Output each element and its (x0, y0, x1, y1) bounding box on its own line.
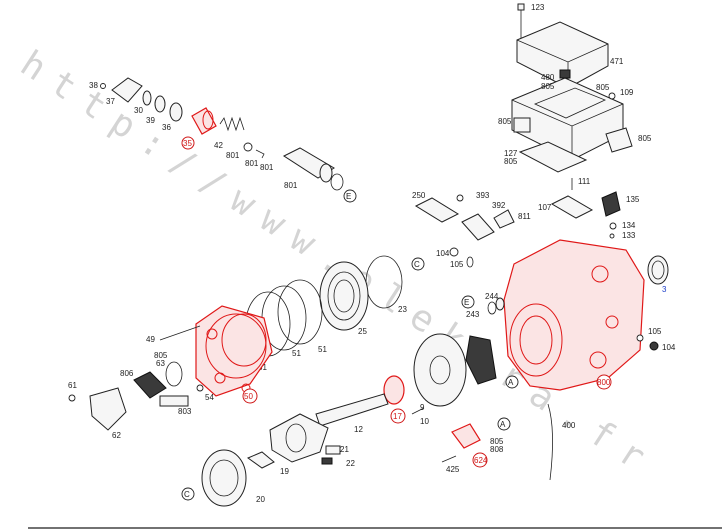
ecu-cover (516, 21, 609, 89)
callout-17: 17 (393, 412, 402, 421)
callout-111: 111 (578, 177, 591, 186)
callout-63: 63 (156, 359, 165, 368)
callout-805c: 805 (498, 117, 512, 126)
callout-805f: 805 (154, 351, 168, 360)
callout-624: 624 (474, 456, 488, 465)
callout-243: 243 (466, 310, 480, 319)
callout-808: 808 (490, 445, 504, 454)
callout-20: 20 (256, 495, 265, 504)
callout-109: 109 (620, 88, 634, 97)
spring-42 (219, 116, 245, 132)
callout-30: 30 (134, 106, 143, 115)
timing-device-group: 38 37 30 39 36 35 42 801 801 801 801 E (89, 77, 357, 203)
callout-250: 250 (412, 191, 426, 200)
callout-10: 10 (420, 417, 429, 426)
callout-104b: 104 (662, 343, 676, 352)
cylinder (461, 213, 495, 241)
callout-135: 135 (626, 195, 640, 204)
callout-244: 244 (485, 292, 499, 301)
cover-plate (111, 77, 143, 103)
cam-plate (195, 305, 273, 397)
callout-105a: 105 (450, 260, 464, 269)
callout-25: 25 (358, 327, 367, 336)
callout-C2: C (184, 490, 190, 499)
wire-400 (547, 403, 553, 481)
pump-housing-group: 250 393 392 811 104 105 800 3 105 104 E … (412, 191, 676, 391)
callout-23: 23 (398, 305, 407, 314)
connector (605, 127, 633, 153)
drive-housing (201, 449, 247, 507)
callout-805b: 805 (596, 83, 610, 92)
callout-805a: 805 (541, 82, 555, 91)
callout-801a: 801 (226, 151, 240, 160)
callout-393: 393 (476, 191, 490, 200)
callout-107: 107 (538, 203, 552, 212)
delivery-valve (414, 197, 460, 223)
callout-21: 21 (340, 445, 349, 454)
callout-51c: 51 (258, 363, 267, 372)
callout-133: 133 (622, 231, 636, 240)
callout-36: 36 (162, 123, 171, 132)
callout-51a: 51 (318, 345, 327, 354)
callout-805g: 805 (490, 437, 504, 446)
callout-400: 400 (562, 421, 576, 430)
callout-62: 62 (112, 431, 121, 440)
callout-35: 35 (183, 139, 192, 148)
callout-42: 42 (214, 141, 223, 150)
ball-bearing (319, 261, 369, 331)
callout-12: 12 (354, 425, 363, 434)
callout-C1: C (414, 260, 420, 269)
callout-A1: A (508, 378, 514, 387)
solenoid-valve (601, 191, 621, 217)
speed-sensor (451, 423, 481, 449)
callout-801c: 801 (260, 163, 274, 172)
callout-104a: 104 (436, 249, 450, 258)
callout-39: 39 (146, 116, 155, 125)
callout-811: 811 (518, 212, 531, 221)
drive-assembly-group: C 23 25 51 51 51 50 49 805 63 54 806 (68, 255, 576, 507)
callout-471: 471 (610, 57, 624, 66)
gasket (518, 141, 588, 173)
callout-E2: E (464, 298, 469, 307)
callout-49: 49 (146, 335, 155, 344)
callout-51b: 51 (292, 349, 301, 358)
callout-803: 803 (178, 407, 192, 416)
callout-127: 127 (504, 149, 518, 158)
callout-38: 38 (89, 81, 98, 90)
callout-480: 480 (541, 73, 555, 82)
shaft-seal (647, 255, 669, 285)
callout-54: 54 (205, 393, 214, 402)
callout-801b: 801 (245, 159, 259, 168)
drive-shaft (315, 393, 389, 427)
coupling (269, 413, 329, 463)
feed-pump (133, 371, 167, 399)
callout-3: 3 (662, 285, 667, 294)
callout-37: 37 (106, 97, 115, 106)
callout-425: 425 (446, 465, 460, 474)
bracket-107 (550, 195, 594, 219)
callout-800: 800 (597, 378, 611, 387)
callout-134: 134 (622, 221, 636, 230)
cam-disc (413, 333, 467, 407)
control-unit-group: 123 471 480 805 805 109 805 805 127 805 … (498, 3, 652, 240)
piston-35 (191, 107, 217, 135)
callout-9: 9 (420, 403, 425, 412)
callout-123: 123 (531, 3, 545, 12)
callout-22: 22 (346, 459, 355, 468)
callout-50: 50 (244, 392, 253, 401)
callout-392: 392 (492, 201, 506, 210)
callout-19: 19 (280, 467, 289, 476)
callout-A2: A (500, 420, 506, 429)
callout-805d: 805 (638, 134, 652, 143)
callout-E: E (346, 192, 351, 201)
callout-61: 61 (68, 381, 77, 390)
callout-805e: 805 (504, 157, 518, 166)
callout-801d: 801 (284, 181, 298, 190)
seal-ring (383, 375, 405, 405)
callout-806: 806 (120, 369, 134, 378)
pump-housing (503, 239, 645, 391)
mounting-plate (89, 387, 127, 431)
callout-105b: 105 (648, 327, 662, 336)
